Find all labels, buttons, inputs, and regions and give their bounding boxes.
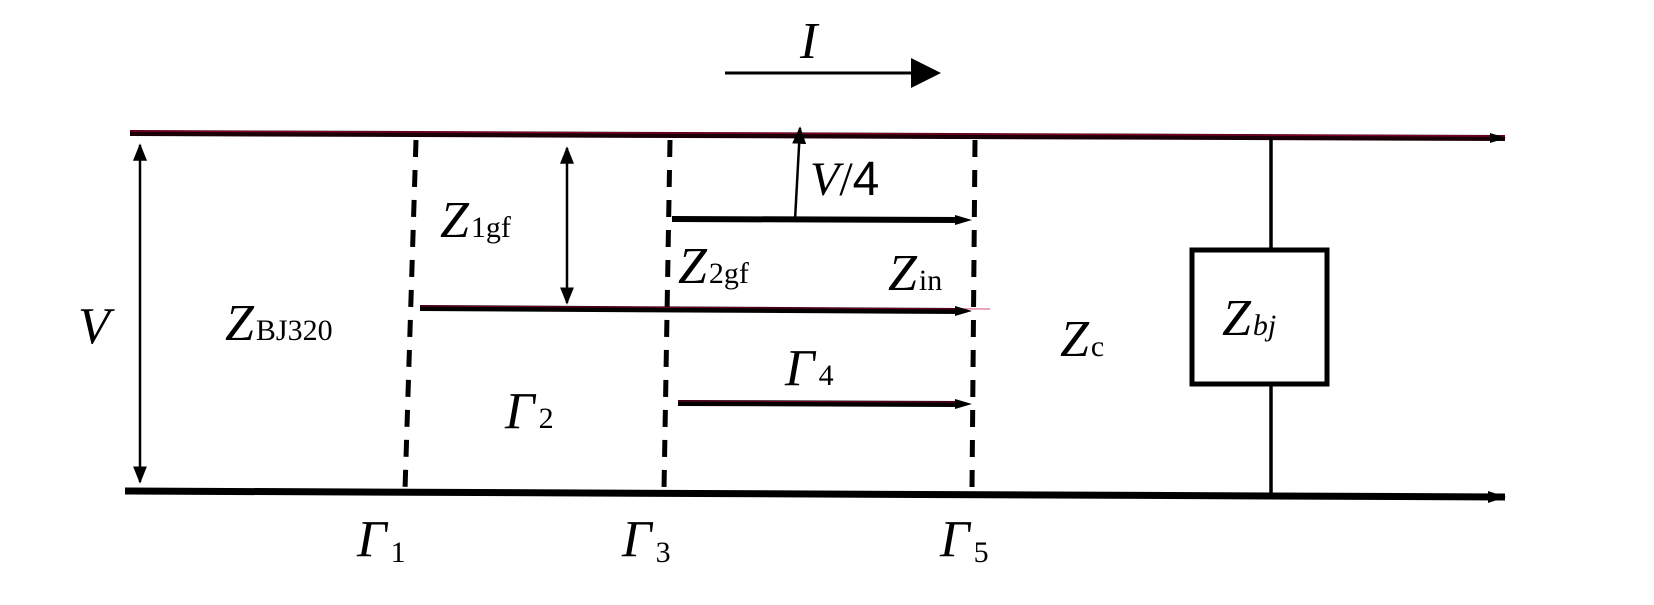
z-input-label: Zin bbox=[888, 245, 942, 302]
fin-middle bbox=[419, 305, 963, 314]
load-box bbox=[1189, 247, 1330, 387]
top-conductor bbox=[129, 130, 1506, 141]
z-characteristic-label: Zc bbox=[1060, 311, 1104, 368]
fin-lower bbox=[677, 400, 963, 407]
z-first-label: Z1gf bbox=[440, 192, 511, 249]
fin-lower-tint bbox=[677, 400, 963, 403]
plane-gamma-3 bbox=[661, 139, 673, 491]
fin-upper bbox=[671, 216, 963, 223]
quarter-voltage-label: V/4 bbox=[810, 153, 879, 206]
bottom-conductor-arrow-tip bbox=[1488, 491, 1506, 503]
top-conductor-arrow-tip bbox=[1490, 133, 1506, 143]
plane-gamma-5 bbox=[969, 139, 978, 491]
current-label: I bbox=[799, 13, 820, 70]
fin-upper-tip bbox=[955, 215, 972, 225]
voltage-label: V bbox=[78, 298, 115, 355]
top-conductor-tint bbox=[129, 130, 1506, 137]
fin-middle-tint bbox=[419, 305, 991, 310]
z-second-label: Z2gf bbox=[678, 238, 749, 295]
quarter-voltage-arrow bbox=[792, 126, 807, 221]
fin-middle-tip bbox=[955, 306, 972, 316]
plane-gamma-1 bbox=[402, 139, 419, 491]
bottom-conductor bbox=[124, 487, 1506, 501]
fin-lower-tip bbox=[955, 399, 972, 409]
z-load-label: Zbj bbox=[1222, 290, 1276, 347]
z-main-label: ZBJ320 bbox=[225, 295, 333, 352]
